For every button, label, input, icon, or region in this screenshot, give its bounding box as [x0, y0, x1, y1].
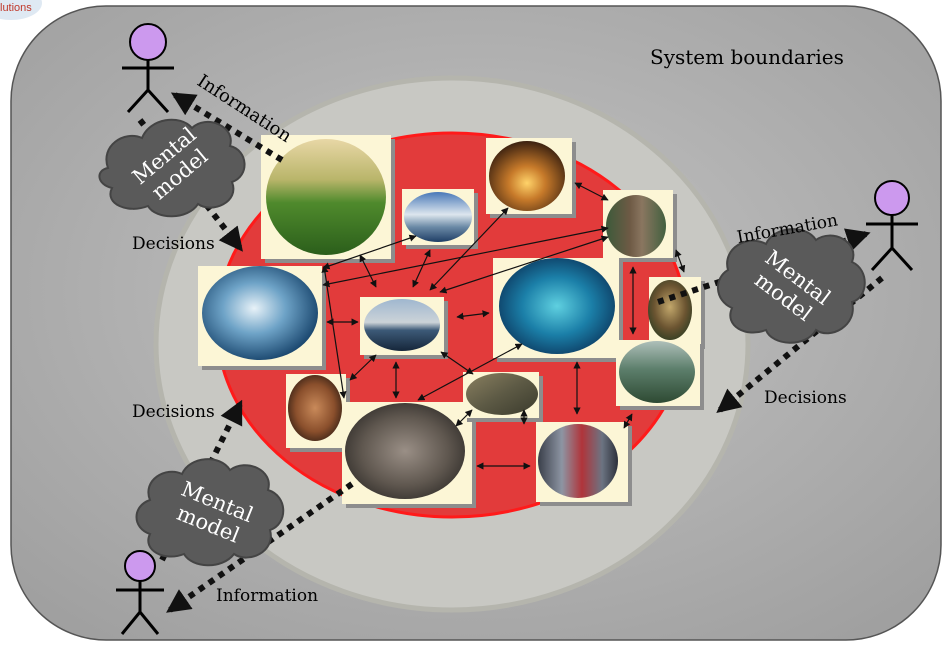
decisions-label-top-left: Decisions: [132, 234, 215, 254]
actor-right: [866, 180, 918, 272]
corner-logo-text: lutions: [0, 2, 32, 14]
system-boundaries-label: System boundaries: [650, 45, 844, 69]
photo-ocean-wave: [198, 266, 326, 370]
decisions-label-bottom-left: Decisions: [132, 402, 215, 422]
photo-city-buildings: [536, 422, 632, 506]
actor-bottom-left: [116, 550, 164, 635]
actor-top-left: [122, 23, 174, 114]
photo-terraced-hills: [261, 135, 395, 263]
photo-forest-sunset: [486, 138, 576, 218]
actor-head-icon: [124, 550, 156, 582]
photo-deforested-hill: [616, 340, 704, 410]
decisions-label-right: Decisions: [764, 388, 847, 408]
photo-coral-reef: [493, 258, 623, 362]
photo-crowd: [342, 402, 476, 508]
actor-head-icon: [874, 180, 910, 216]
mental-model-cloud-top-left: [98, 118, 246, 218]
information-arrow-top-left: [170, 92, 284, 163]
photo-sky-cloud: [360, 297, 448, 359]
photo-aerial-farm: [463, 372, 543, 422]
interconnection-arrows: [321, 182, 686, 470]
corner-logo-shape: [0, 0, 42, 20]
mental-model-cloud-bottom-left: [135, 458, 285, 567]
information-label-bottom-left: Information: [216, 586, 318, 606]
mental-model-cloud-right: [717, 228, 866, 344]
photo-mountain-lake: [402, 189, 478, 249]
actor-head-icon: [129, 23, 167, 61]
corner-logo: lutions: [0, 0, 46, 24]
photo-tall-tree: [603, 190, 677, 262]
photo-child: [286, 374, 350, 452]
